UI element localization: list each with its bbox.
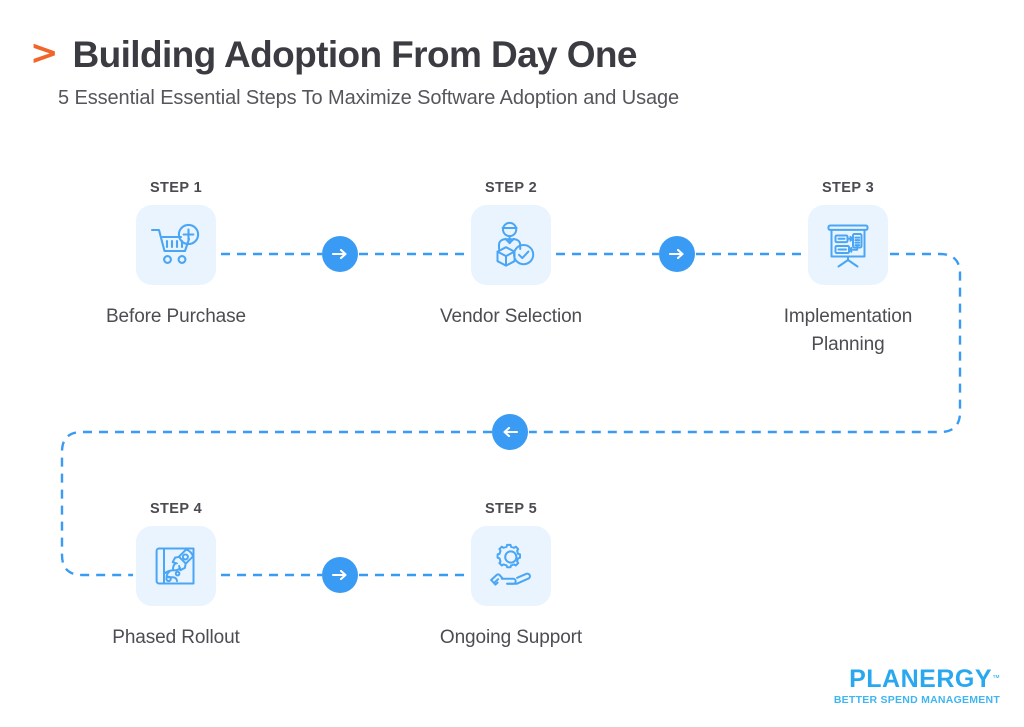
- arrow-right-icon: [331, 248, 347, 260]
- step-tile-3: [808, 205, 888, 285]
- presentation-board-icon: [827, 224, 869, 268]
- shopping-cart-plus-icon: [150, 223, 200, 264]
- step-kicker-5: STEP 5: [484, 501, 538, 517]
- rocket-blueprint-icon: [155, 547, 195, 585]
- arrow-step1-to-step2[interactable]: [322, 236, 358, 272]
- step-tile-5: [471, 526, 551, 606]
- step-label-3: Implementation Planning: [783, 306, 913, 355]
- step-kicker-4: STEP 4: [149, 501, 203, 517]
- step-node-1[interactable]: STEP 1 Before Purchase: [76, 180, 276, 331]
- step-label-4: Phased Rollout: [112, 627, 240, 648]
- arrow-step3-to-step4[interactable]: [492, 414, 528, 450]
- step-node-4[interactable]: STEP 4 Phased Rollout: [76, 501, 276, 652]
- step-kicker-2: STEP 2: [484, 180, 538, 196]
- logo-word-a: A: [882, 664, 901, 693]
- planergy-logo: PLANERGY™ BETTER SPEND MANAGEMENT: [833, 664, 1000, 706]
- arrow-left-icon: [503, 426, 519, 438]
- step-tile-1: [136, 205, 216, 285]
- step-label-5: Ongoing Support: [439, 627, 583, 648]
- step-label-2: Vendor Selection: [439, 306, 583, 327]
- logo-word-pre: PL: [849, 664, 883, 693]
- arrow-right-icon: [668, 248, 684, 260]
- title-row: > Building Adoption From Day One: [30, 33, 990, 75]
- logo-tagline: BETTER SPEND MANAGEMENT: [833, 693, 1000, 706]
- step-label-1: Before Purchase: [105, 306, 247, 327]
- step-tile-4: [136, 526, 216, 606]
- vendor-person-check-icon: [496, 221, 535, 267]
- page-title: Building Adoption From Day One: [72, 34, 638, 75]
- step-kicker-3: STEP 3: [821, 180, 875, 196]
- step-node-3[interactable]: STEP 3 Implementation Planning: [748, 180, 948, 358]
- logo-trademark: ™: [992, 673, 1000, 683]
- logo-word-post: NERGY: [900, 664, 992, 693]
- arrow-right-icon: [331, 569, 347, 581]
- step-node-2[interactable]: STEP 2 Vendor Selection: [411, 180, 611, 331]
- step-kicker-1: STEP 1: [149, 180, 203, 196]
- arrow-step2-to-step3[interactable]: [659, 236, 695, 272]
- step-tile-2: [471, 205, 551, 285]
- arrow-step4-to-step5[interactable]: [322, 557, 358, 593]
- hand-gear-icon: [490, 543, 531, 586]
- header: > Building Adoption From Day One 5 Essen…: [30, 33, 990, 110]
- step-node-5[interactable]: STEP 5 Ongoing Support: [411, 501, 611, 652]
- logo-wordmark: PLANERGY™: [834, 664, 1000, 693]
- page-subtitle: 5 Essential Essential Steps To Maximize …: [58, 86, 680, 109]
- chevron-right-icon: >: [30, 33, 59, 74]
